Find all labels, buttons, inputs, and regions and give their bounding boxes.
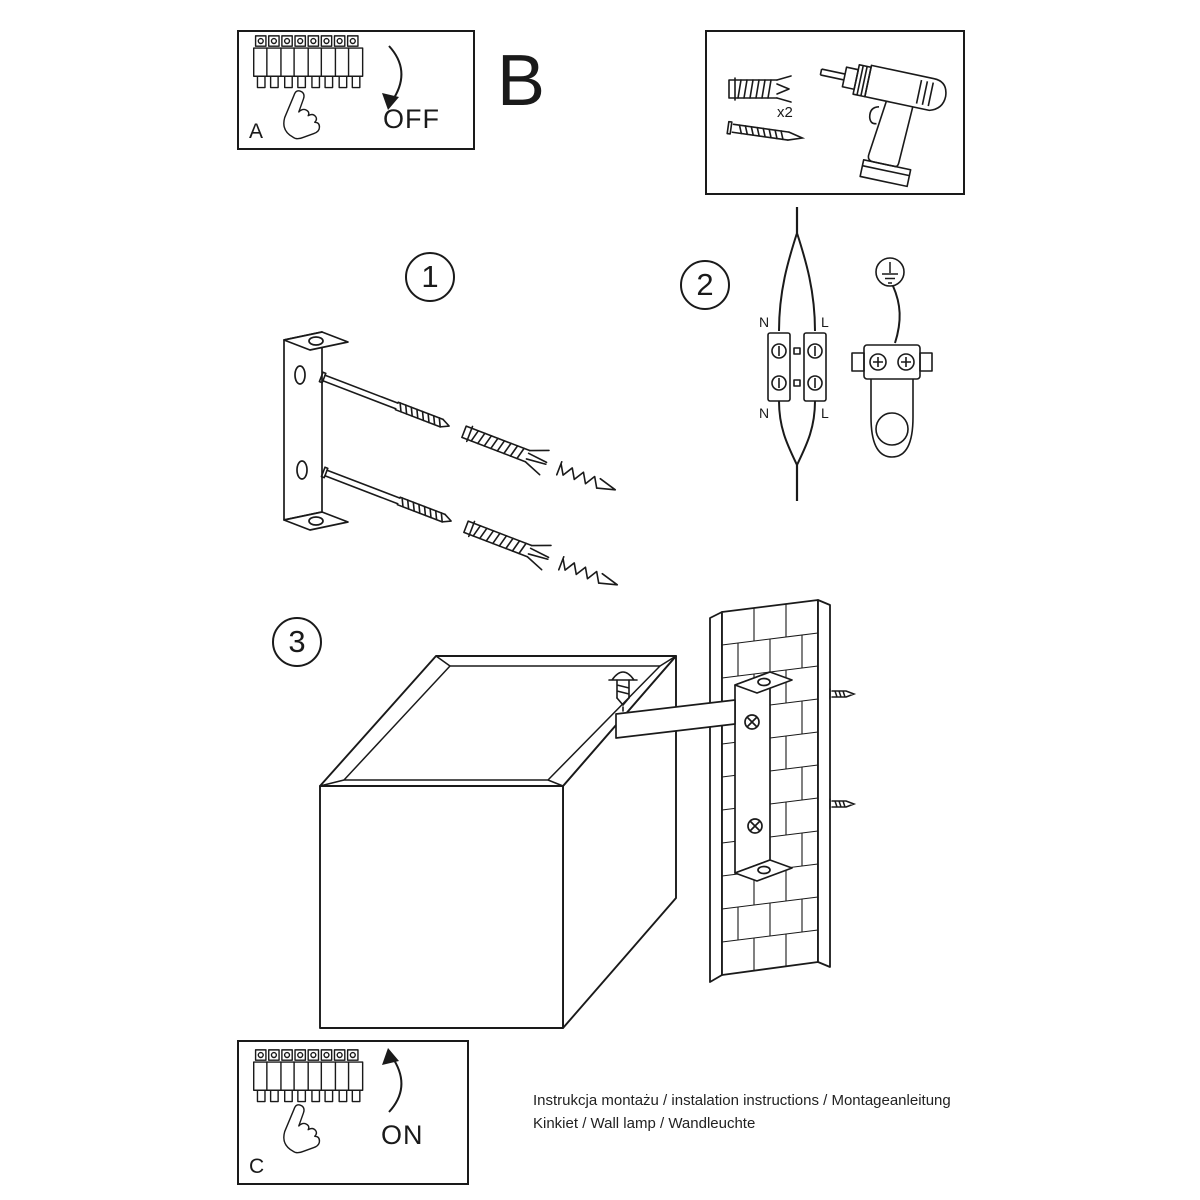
on-arrow-icon [382,1048,403,1113]
wall-screws-icon [829,688,857,810]
step-2-badge: 2 [680,260,730,310]
wire-label-l-top: L [821,314,829,330]
screw-and-plug-icon [317,458,623,598]
wire-label-n-top: N [759,314,770,330]
panel-a-label: A [249,120,264,143]
panel-c-state: ON [381,1120,424,1150]
mounting-arm [615,699,736,739]
step-3-badge: 3 [272,617,322,667]
earth-symbol-icon [882,262,898,284]
footer-line-1: Instrukcja montażu / instalation instruc… [533,1092,951,1109]
panel-a-state: OFF [383,104,440,134]
breaker-on-illustration [252,1048,403,1154]
section-b-label: B [497,41,546,121]
step-1-badge: 1 [405,252,455,302]
step-2-illustration [767,207,933,501]
off-arrow-icon [382,45,403,110]
panel-b: x2 [705,30,965,195]
panel-c: C ON [237,1040,469,1185]
panel-c-label: C [249,1155,265,1178]
breaker-icon [252,1049,364,1154]
wire-label-l-bottom: L [821,405,829,421]
breaker-icon [252,35,364,140]
wall-plug-icon [728,75,792,103]
step-2-number: 2 [696,267,714,302]
screw-icon [726,120,806,141]
earth-connector-icon [851,257,933,458]
step-1-number: 1 [421,259,439,294]
cube-lamp-icon [319,655,677,1029]
tools-illustration [726,64,947,188]
step-1-illustration [283,331,623,598]
step-3-illustration [319,599,857,1029]
footer-line-2: Kinkiet / Wall lamp / Wandleuchte [533,1115,756,1132]
terminal-wiring-icon [767,207,827,501]
screw-and-plug-icon [315,363,621,503]
step-3-number: 3 [288,624,306,659]
set-screw-icon [608,671,638,715]
panel-a: A OFF [237,30,475,150]
wire-label-n-bottom: N [759,405,770,421]
drill-icon [819,64,947,188]
mounting-bracket-icon [283,331,349,531]
quantity-label: x2 [777,104,793,121]
wall-bracket-icon [734,671,793,882]
breaker-off-illustration [252,35,403,140]
